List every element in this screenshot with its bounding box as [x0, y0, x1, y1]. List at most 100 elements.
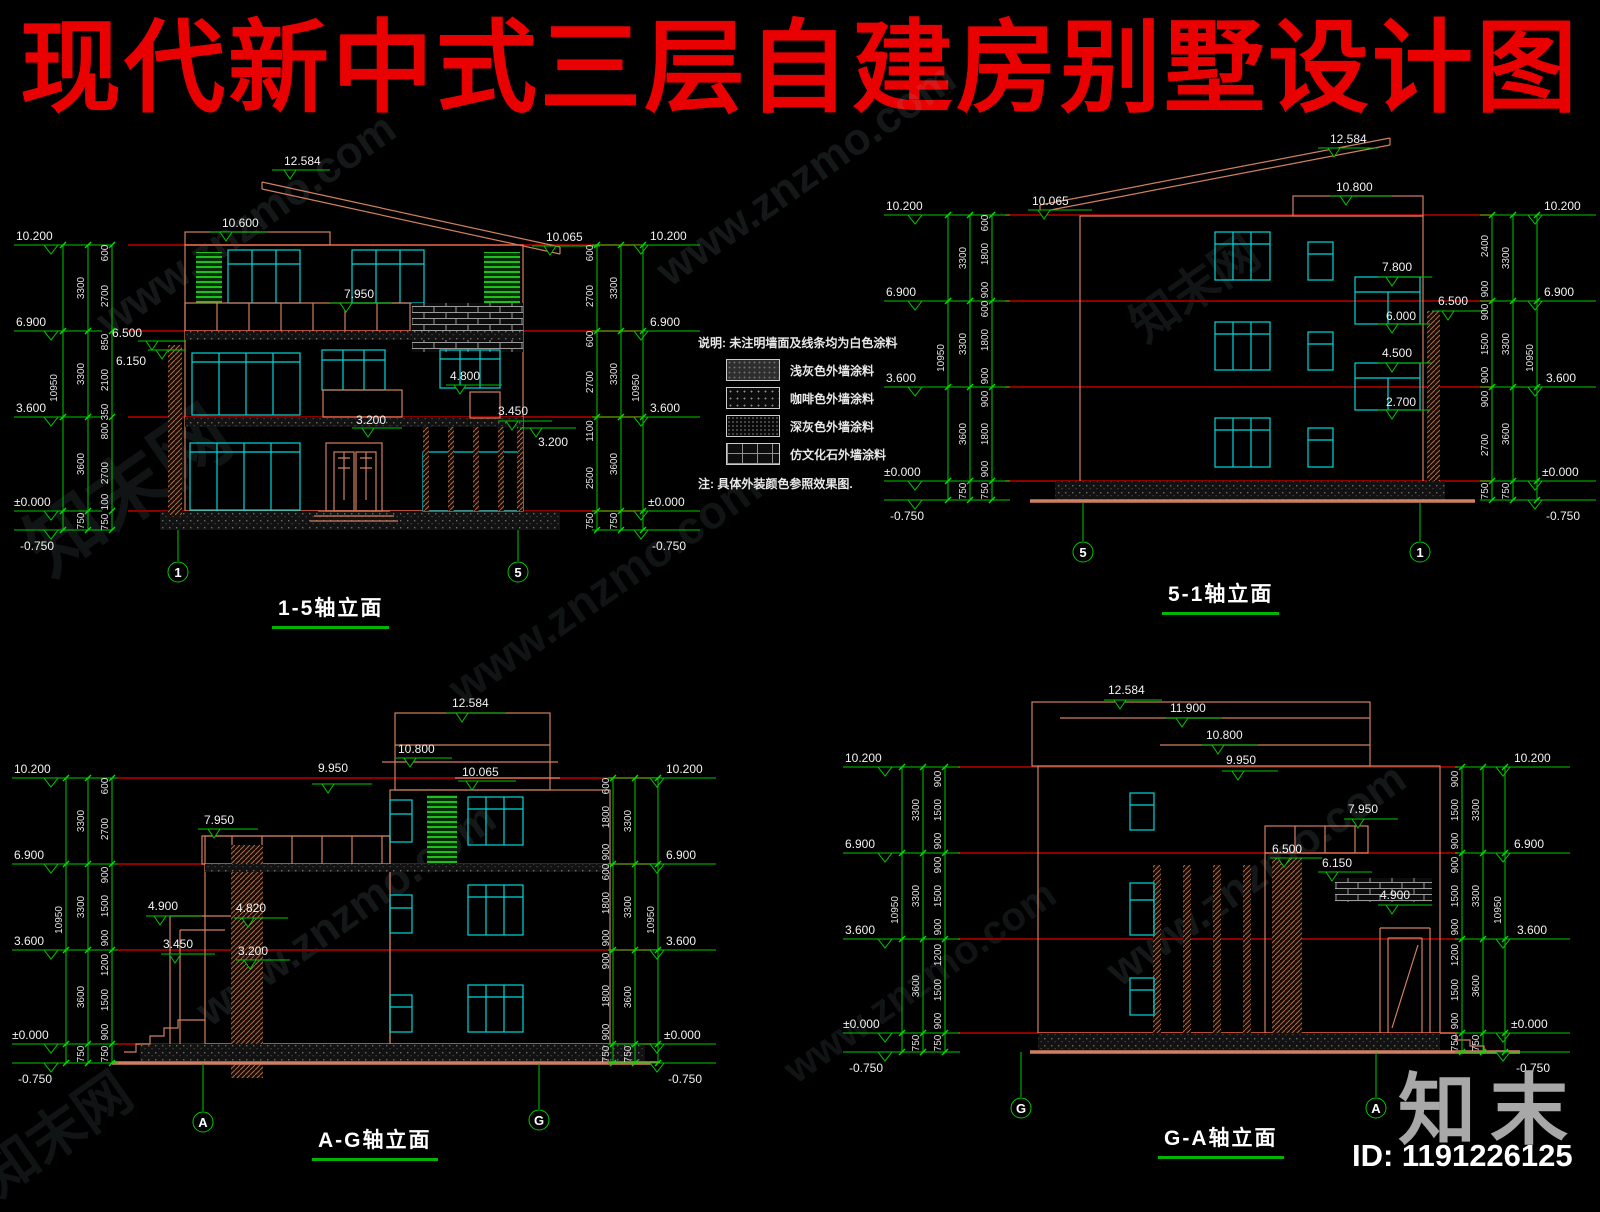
svg-text:10.065: 10.065	[1032, 194, 1069, 208]
svg-text:3600: 3600	[1471, 974, 1482, 997]
svg-text:±0.000: ±0.000	[884, 465, 921, 479]
svg-text:12.584: 12.584	[1108, 683, 1145, 697]
svg-text:10.200: 10.200	[1544, 199, 1581, 213]
svg-text:3600: 3600	[76, 452, 87, 475]
svg-text:750: 750	[933, 1034, 944, 1051]
svg-text:1100: 1100	[585, 420, 596, 442]
svg-text:1800: 1800	[601, 805, 612, 828]
caption-elevation-G-A: G-A轴立面	[1158, 1122, 1284, 1159]
spot-levels: 12.584 11.900 10.800 9.950 7.950 6.500 6…	[1104, 683, 1432, 915]
svg-text:6.900: 6.900	[1544, 285, 1574, 299]
right-levels: 10.200 6.900 3.600 ±0.000 -0.750	[1480, 199, 1596, 523]
right-levels: 10.200 6.900 3.600 ±0.000 -0.750	[592, 229, 700, 553]
svg-text:10950: 10950	[54, 906, 65, 934]
svg-text:10.200: 10.200	[16, 229, 53, 243]
svg-text:3.600: 3.600	[845, 923, 875, 937]
svg-text:3.600: 3.600	[14, 934, 44, 948]
svg-text:1500: 1500	[933, 884, 944, 907]
svg-text:600: 600	[980, 300, 991, 317]
svg-text:750: 750	[609, 512, 620, 529]
balcony-glass-rail	[201, 835, 391, 865]
svg-text:10950: 10950	[890, 896, 901, 924]
svg-text:1800: 1800	[601, 891, 612, 914]
left-dimension-chain: 10950 3300 3300 3600 750 600 2700 900 15…	[54, 774, 116, 1067]
svg-text:900: 900	[933, 770, 944, 787]
svg-text:3600: 3600	[76, 985, 87, 1008]
svg-text:10950: 10950	[1493, 896, 1504, 924]
svg-text:1: 1	[174, 565, 181, 580]
svg-text:-0.750: -0.750	[652, 539, 686, 553]
entrance-portal	[169, 915, 231, 1044]
svg-text:±0.000: ±0.000	[1511, 1017, 1548, 1031]
svg-text:750: 750	[585, 512, 596, 529]
svg-text:3.450: 3.450	[498, 404, 528, 418]
right-levels: 10.200 6.900 3.600 ±0.000 -0.750	[1455, 751, 1570, 1075]
svg-text:900: 900	[1450, 918, 1461, 935]
svg-text:1800: 1800	[980, 422, 991, 445]
svg-text:900: 900	[100, 1023, 111, 1040]
svg-text:6.500: 6.500	[1438, 294, 1468, 308]
hatch-pier	[168, 345, 182, 515]
svg-text:100: 100	[100, 493, 111, 510]
hatch-swatch-culture-stone	[726, 443, 780, 465]
svg-text:A: A	[198, 1115, 208, 1130]
svg-text:750: 750	[76, 512, 87, 529]
svg-text:4.500: 4.500	[1382, 346, 1412, 360]
svg-text:±0.000: ±0.000	[664, 1028, 701, 1042]
svg-text:600: 600	[585, 330, 596, 347]
svg-text:6.500: 6.500	[1272, 842, 1302, 856]
svg-text:3300: 3300	[1471, 798, 1482, 821]
ground-band	[1055, 481, 1445, 500]
svg-text:2.700: 2.700	[1386, 395, 1416, 409]
svg-text:2700: 2700	[100, 817, 111, 840]
svg-text:6.900: 6.900	[845, 837, 875, 851]
elevation-G-A-drawing: 12.584 11.900 10.800 9.950 7.950 6.500 6…	[843, 683, 1570, 1119]
svg-text:7.950: 7.950	[204, 813, 234, 827]
svg-text:A: A	[1371, 1101, 1381, 1116]
svg-text:2100: 2100	[100, 368, 111, 391]
svg-text:3300: 3300	[1501, 332, 1512, 355]
svg-text:3300: 3300	[76, 895, 87, 918]
svg-text:6.900: 6.900	[1514, 837, 1544, 851]
svg-text:1200: 1200	[933, 943, 944, 966]
svg-text:2700: 2700	[100, 284, 111, 307]
svg-text:3.600: 3.600	[650, 401, 680, 415]
svg-text:-0.750: -0.750	[849, 1061, 883, 1075]
svg-text:1500: 1500	[1450, 798, 1461, 821]
hatch-swatch-dark-gray	[726, 415, 780, 437]
svg-text:3300: 3300	[609, 362, 620, 385]
hatch-pier	[1427, 311, 1440, 500]
svg-text:900: 900	[933, 832, 944, 849]
svg-text:750: 750	[1450, 1034, 1461, 1051]
svg-text:2700: 2700	[585, 284, 596, 307]
svg-text:2700: 2700	[100, 461, 111, 484]
legend-item: 浅灰色外墙涂料	[726, 359, 913, 381]
axis-bubbles: 1 5	[167, 530, 529, 583]
svg-text:3600: 3600	[911, 974, 922, 997]
svg-text:2500: 2500	[585, 466, 596, 489]
svg-text:1500: 1500	[100, 988, 111, 1011]
svg-text:±0.000: ±0.000	[1542, 465, 1579, 479]
svg-text:3.600: 3.600	[1517, 923, 1547, 937]
svg-text:G: G	[1016, 1101, 1026, 1116]
svg-text:900: 900	[1480, 390, 1491, 407]
svg-text:6.900: 6.900	[14, 848, 44, 862]
svg-text:600: 600	[980, 214, 991, 231]
svg-text:10.200: 10.200	[845, 751, 882, 765]
svg-text:-0.750: -0.750	[890, 509, 924, 523]
svg-text:900: 900	[601, 843, 612, 860]
spot-levels: 12.584 10.600 10.065 7.950 6.500 6.150 4…	[112, 154, 600, 449]
stone-band	[1335, 878, 1432, 902]
left-dimension-chain: 10950 3300 3300 3600 750 600 1800 900 60…	[936, 211, 996, 504]
svg-text:900: 900	[980, 460, 991, 477]
svg-text:1200: 1200	[100, 953, 111, 976]
svg-text:4.900: 4.900	[148, 899, 178, 913]
svg-text:900: 900	[933, 918, 944, 935]
svg-text:900: 900	[980, 390, 991, 407]
svg-text:5: 5	[514, 565, 521, 580]
svg-text:6.500: 6.500	[112, 326, 142, 340]
svg-text:3.200: 3.200	[538, 435, 568, 449]
svg-text:750: 750	[980, 482, 991, 499]
svg-text:3300: 3300	[911, 884, 922, 907]
svg-text:9.950: 9.950	[1226, 753, 1256, 767]
